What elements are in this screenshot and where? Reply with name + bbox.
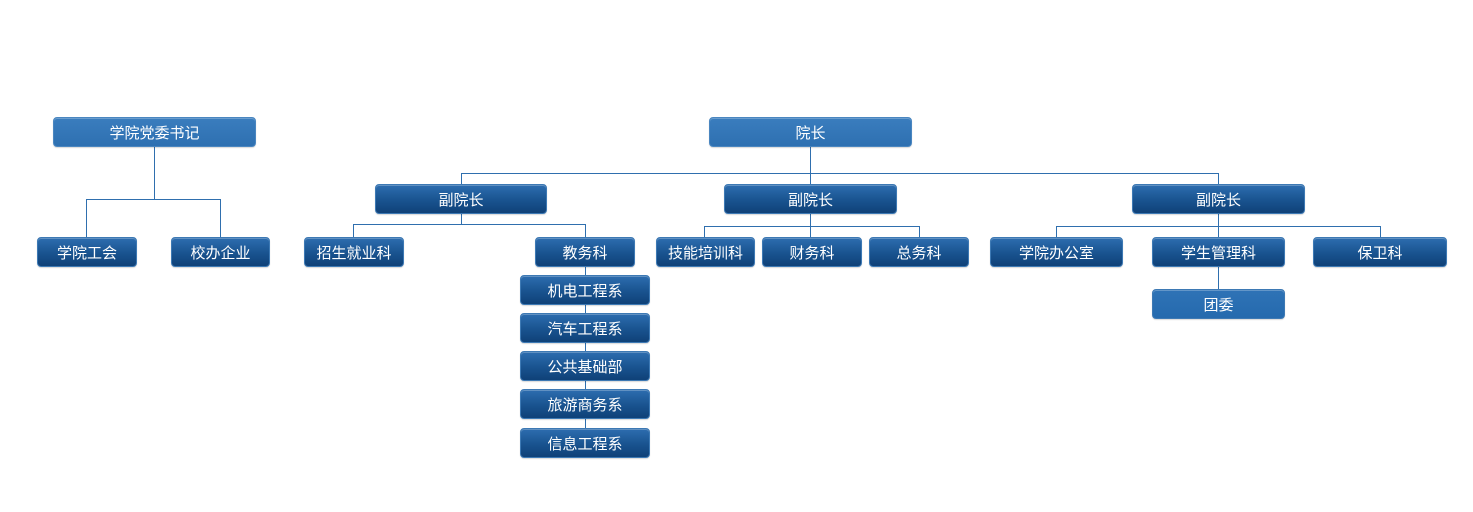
node-mechatronics-dept: 机电工程系 xyxy=(520,275,650,305)
node-information-engineering-dept: 信息工程系 xyxy=(520,428,650,458)
node-finance: 财务科 xyxy=(762,237,862,267)
node-student-affairs: 学生管理科 xyxy=(1152,237,1285,267)
node-vice-president-2: 副院长 xyxy=(724,184,897,214)
node-general-affairs: 总务科 xyxy=(869,237,969,267)
node-party-secretary: 学院党委书记 xyxy=(53,117,256,147)
node-basic-courses-dept: 公共基础部 xyxy=(520,351,650,381)
node-vice-president-1: 副院长 xyxy=(375,184,547,214)
node-skills-training: 技能培训科 xyxy=(656,237,755,267)
node-youth-league: 团委 xyxy=(1152,289,1285,319)
node-security: 保卫科 xyxy=(1313,237,1447,267)
node-school-enterprise: 校办企业 xyxy=(171,237,270,267)
node-vice-president-3: 副院长 xyxy=(1132,184,1305,214)
node-labor-union: 学院工会 xyxy=(37,237,137,267)
node-college-office: 学院办公室 xyxy=(990,237,1123,267)
node-tourism-business-dept: 旅游商务系 xyxy=(520,389,650,419)
node-automotive-dept: 汽车工程系 xyxy=(520,313,650,343)
node-president: 院长 xyxy=(709,117,912,147)
node-academic-affairs: 教务科 xyxy=(535,237,635,267)
node-admissions-employment: 招生就业科 xyxy=(304,237,404,267)
